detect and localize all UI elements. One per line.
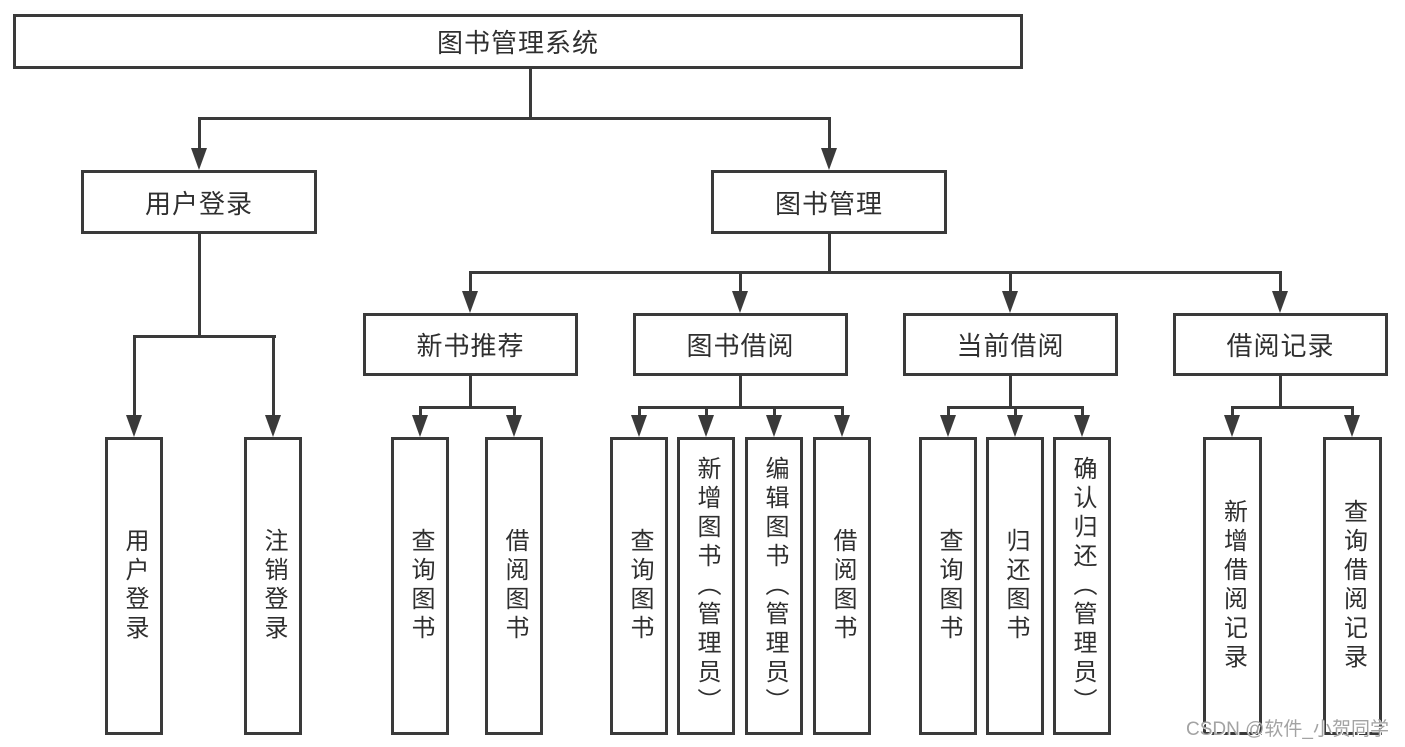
connector: [513, 406, 516, 418]
connector: [1351, 406, 1354, 418]
arrow-down-icon: [732, 291, 748, 313]
leaf-current-confirm-admin: 确认归还（管理员）: [1053, 437, 1111, 735]
connector: [739, 271, 742, 293]
node-new-book-recommend: 新书推荐: [363, 313, 578, 376]
leaf-newbook-query: 查询图书: [391, 437, 449, 735]
node-book-borrow: 图书借阅: [633, 313, 848, 376]
connector: [198, 232, 201, 338]
connector: [419, 406, 422, 418]
leaf-current-confirm-admin-label: 确认归还（管理员）: [1069, 455, 1096, 717]
arrow-down-icon: [1272, 291, 1288, 313]
node-book-management: 图书管理: [711, 170, 947, 234]
node-book-borrow-label: 图书借阅: [686, 331, 795, 361]
arrow-down-icon: [1224, 415, 1240, 437]
arrow-down-icon: [821, 148, 837, 170]
connector: [1279, 271, 1282, 293]
connector: [1081, 406, 1084, 418]
leaf-borrow-borrow: 借阅图书: [813, 437, 871, 735]
node-root: 图书管理系统: [13, 14, 1023, 69]
connector: [198, 117, 831, 120]
connector: [1231, 406, 1354, 409]
arrow-down-icon: [940, 415, 956, 437]
connector: [739, 375, 742, 409]
connector: [773, 406, 776, 418]
connector: [828, 232, 831, 274]
leaf-borrow-query: 查询图书: [610, 437, 668, 735]
connector: [469, 271, 1282, 274]
connector: [133, 335, 276, 338]
connector: [419, 406, 516, 409]
connector: [638, 406, 844, 409]
node-new-book-recommend-label: 新书推荐: [416, 331, 525, 361]
connector: [1009, 375, 1012, 409]
leaf-current-query-label: 查询图书: [935, 528, 962, 644]
connector: [133, 335, 136, 417]
arrow-down-icon: [265, 415, 281, 437]
arrow-down-icon: [1344, 415, 1360, 437]
arrow-down-icon: [698, 415, 714, 437]
node-user-login: 用户登录: [81, 170, 317, 234]
arrow-down-icon: [191, 148, 207, 170]
leaf-record-query-label: 查询借阅记录: [1339, 499, 1367, 673]
node-current-borrow: 当前借阅: [903, 313, 1118, 376]
connector: [841, 406, 844, 418]
leaf-current-return: 归还图书: [986, 437, 1044, 735]
arrow-down-icon: [766, 415, 782, 437]
arrow-down-icon: [1002, 291, 1018, 313]
leaf-current-return-label: 归还图书: [1002, 528, 1029, 644]
arrow-down-icon: [1074, 415, 1090, 437]
leaf-record-add: 新增借阅记录: [1203, 437, 1262, 735]
leaf-borrow-borrow-label: 借阅图书: [829, 528, 856, 644]
connector: [947, 406, 950, 418]
node-borrow-record: 借阅记录: [1173, 313, 1388, 376]
node-root-label: 图书管理系统: [436, 28, 599, 58]
node-user-login-label: 用户登录: [144, 188, 253, 219]
connector: [529, 68, 532, 120]
leaf-logout-label: 注销登录: [260, 528, 287, 644]
leaf-borrow-add-admin-label: 新增图书（管理员）: [693, 455, 720, 717]
leaf-logout: 注销登录: [244, 437, 302, 735]
leaf-borrow-query-label: 查询图书: [626, 528, 653, 644]
connector: [828, 117, 831, 150]
leaf-borrow-add-admin: 新增图书（管理员）: [677, 437, 735, 735]
connector: [705, 406, 708, 418]
connector: [198, 117, 201, 150]
leaf-record-query: 查询借阅记录: [1323, 437, 1382, 735]
arrow-down-icon: [834, 415, 850, 437]
leaf-newbook-borrow: 借阅图书: [485, 437, 543, 735]
leaf-user-login: 用户登录: [105, 437, 163, 735]
node-current-borrow-label: 当前借阅: [956, 331, 1065, 361]
leaf-newbook-query-label: 查询图书: [407, 528, 434, 644]
connector: [272, 335, 275, 417]
connector: [638, 406, 641, 418]
leaf-borrow-edit-admin-label: 编辑图书（管理员）: [761, 455, 788, 717]
leaf-user-login-label: 用户登录: [121, 528, 148, 644]
arrow-down-icon: [506, 415, 522, 437]
arrow-down-icon: [412, 415, 428, 437]
connector: [1009, 271, 1012, 293]
arrow-down-icon: [631, 415, 647, 437]
leaf-newbook-borrow-label: 借阅图书: [501, 528, 528, 644]
connector: [1231, 406, 1234, 418]
arrow-down-icon: [1007, 415, 1023, 437]
arrow-down-icon: [462, 291, 478, 313]
connector: [469, 271, 472, 293]
leaf-current-query: 查询图书: [919, 437, 977, 735]
leaf-record-add-label: 新增借阅记录: [1219, 499, 1247, 673]
node-borrow-record-label: 借阅记录: [1226, 331, 1335, 361]
connector: [469, 375, 472, 409]
node-book-management-label: 图书管理: [774, 188, 883, 219]
connector: [1014, 406, 1017, 418]
leaf-borrow-edit-admin: 编辑图书（管理员）: [745, 437, 803, 735]
arrow-down-icon: [126, 415, 142, 437]
csdn-watermark: CSDN @软件_小贺同学: [1186, 719, 1389, 740]
connector: [1279, 375, 1282, 409]
